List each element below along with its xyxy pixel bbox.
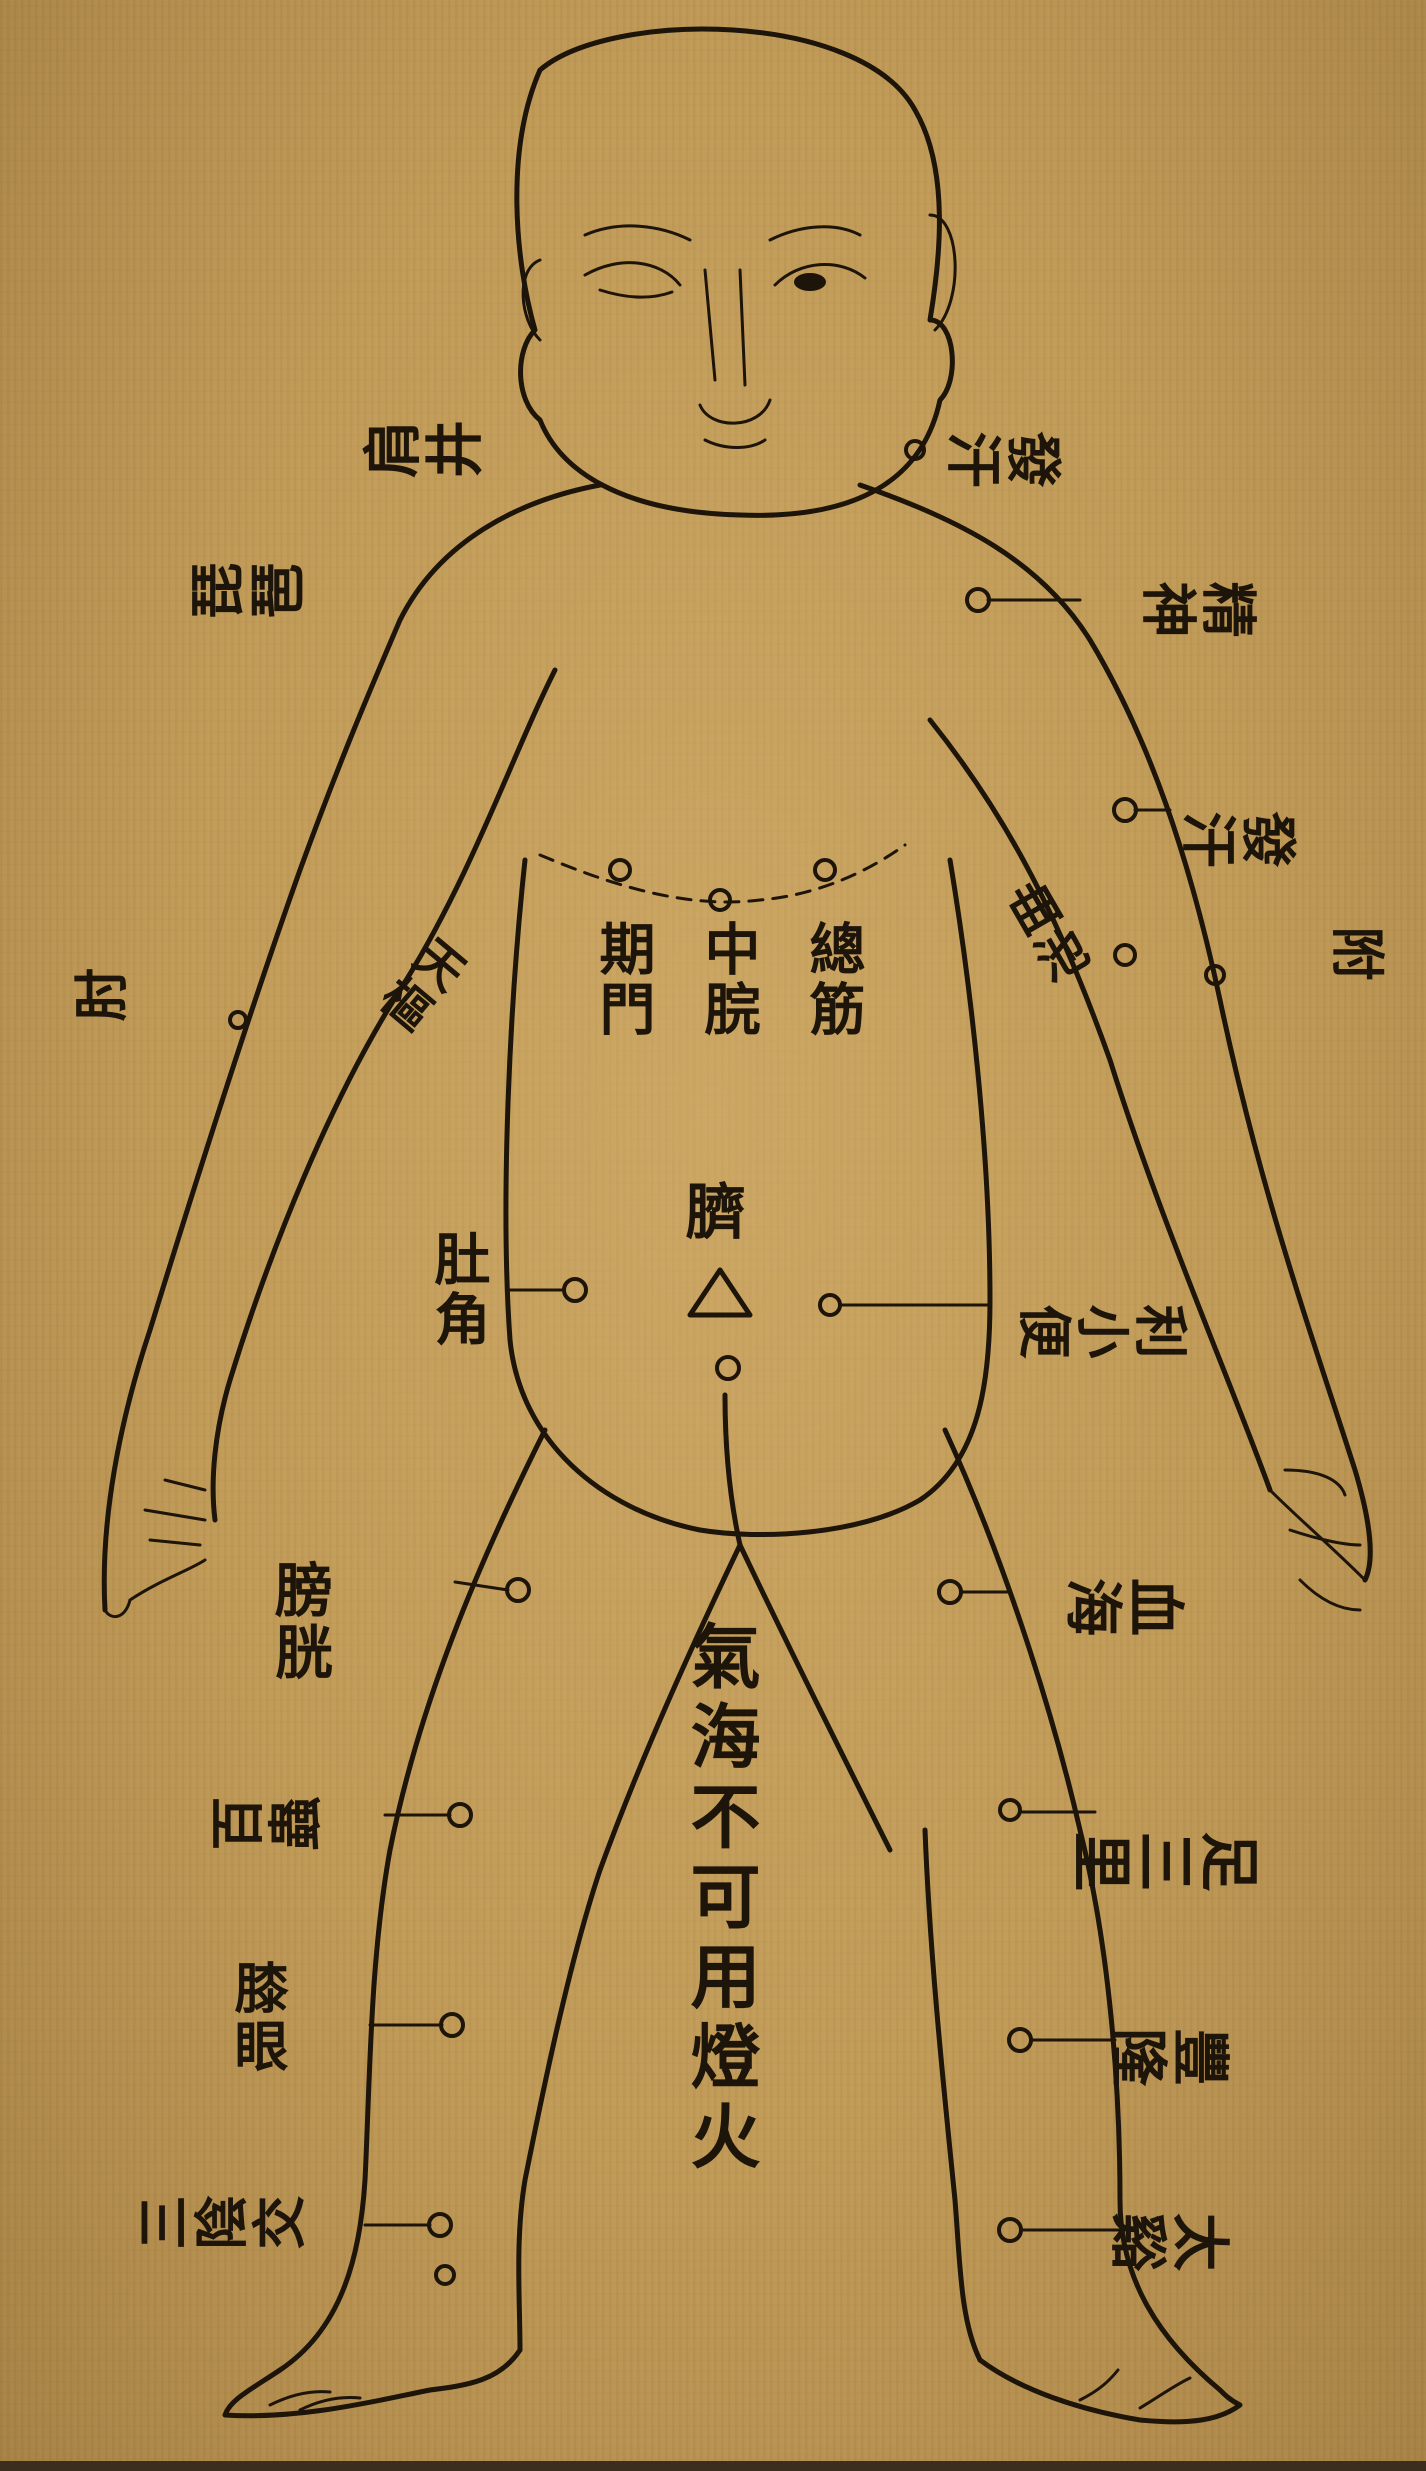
right-eye-pupil xyxy=(794,273,826,291)
label-elbow-right: 附 xyxy=(1328,922,1386,976)
crotch-line xyxy=(740,1545,890,1850)
navel-triangle xyxy=(690,1270,750,1315)
scan-bottom-edge xyxy=(0,2461,1426,2471)
label-navel: 臍 xyxy=(680,1180,740,1244)
label-qihai-note: 氣海不可用燈火 xyxy=(685,1620,755,2180)
label-right-hip: 利小便 xyxy=(1015,1300,1189,1354)
chest-line xyxy=(540,845,905,902)
right-leg-inner xyxy=(925,1830,980,2360)
label-right-ankle: 太谿 xyxy=(1107,2208,1231,2266)
left-eye-lid xyxy=(600,290,672,297)
right-ear xyxy=(930,215,955,330)
left-eye xyxy=(585,263,680,285)
label-left-knee: 膝眼 xyxy=(230,1960,284,2076)
label-neck-right: 發汗 xyxy=(943,427,1063,483)
label-chest-low: 期門 xyxy=(595,920,651,1040)
right-hand xyxy=(1270,1470,1365,1610)
left-shoulder-arm xyxy=(104,485,600,1610)
label-elbow: 肘 xyxy=(73,972,131,1026)
label-right-knee: 足三里 xyxy=(1069,1826,1261,1886)
left-hand xyxy=(105,1480,205,1617)
head-outline xyxy=(517,29,953,515)
label-shoulder-well: 肩井 xyxy=(362,425,486,483)
label-chest-upper: 總筋 xyxy=(805,920,861,1040)
brow-left xyxy=(585,226,690,240)
nose xyxy=(700,270,770,423)
label-pipa: 琵琶 xyxy=(188,567,308,623)
right-toes xyxy=(1080,2370,1190,2408)
label-right-shin: 豐隆 xyxy=(1107,2023,1231,2081)
right-foot xyxy=(980,2360,1240,2422)
inner-line xyxy=(725,1395,740,1545)
label-bladder: 膀胱 xyxy=(270,1560,328,1684)
right-shoulder-arm xyxy=(860,485,1370,1580)
label-right-thigh: 血海 xyxy=(1062,1573,1186,1631)
mouth xyxy=(705,440,765,448)
label-chest-mid: 中脘 xyxy=(700,920,756,1040)
label-left-abdomen: 肚角 xyxy=(430,1230,486,1350)
label-sanyinjiao: 三陰交 xyxy=(135,2200,309,2254)
label-shoulder-right: 精神 xyxy=(1138,577,1258,633)
brow-right xyxy=(770,227,860,240)
label-upper-arm-right: 發汗 xyxy=(1178,807,1298,863)
left-arm-inner xyxy=(213,670,555,1520)
label-baichong: 百蟲 xyxy=(209,1801,325,1855)
